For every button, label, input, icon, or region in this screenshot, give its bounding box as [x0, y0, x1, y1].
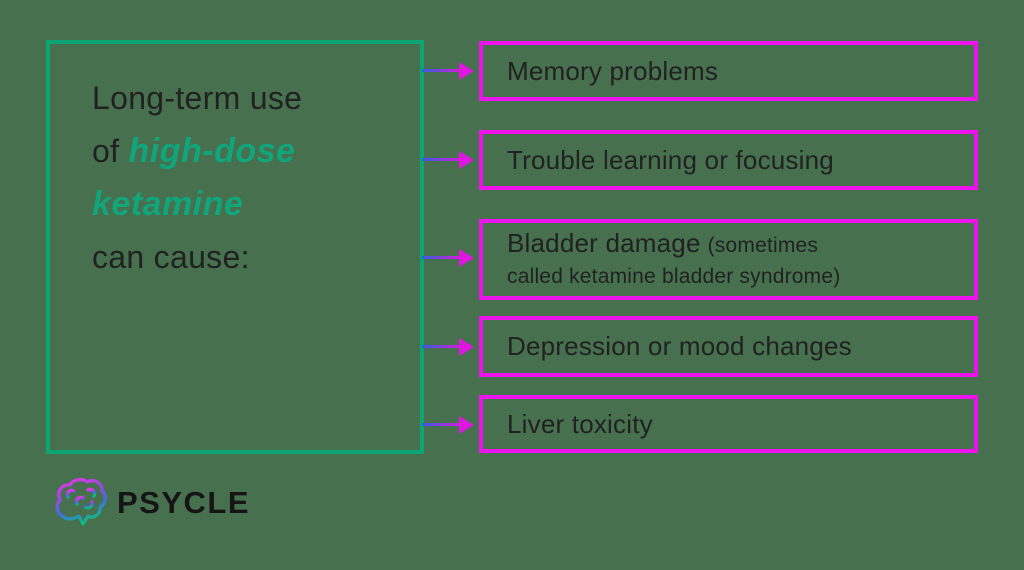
arrow-head-icon [459, 249, 474, 267]
effect-box-depression: Depression or mood changes [479, 316, 978, 377]
highlight-high-dose: high-dose [128, 132, 296, 170]
arrow-shaft [422, 256, 462, 259]
connector-arrow-4 [422, 338, 474, 356]
logo-text: PSYCLE [117, 484, 251, 520]
effect-box-liver-toxicity: Liver toxicity [479, 395, 978, 453]
connector-arrow-1 [422, 62, 474, 80]
arrow-head-icon [459, 151, 474, 169]
connector-arrow-5 [422, 416, 474, 434]
intro-text: Long-term use of high-dose ketamine can … [50, 44, 420, 284]
arrow-head-icon [459, 338, 474, 356]
effect-sublabel-line2: called ketamine bladder syndrome) [507, 264, 841, 288]
effect-label: Bladder damage(sometimes called ketamine… [507, 227, 841, 288]
intro-panel: Long-term use of high-dose ketamine can … [46, 40, 424, 454]
intro-line-1: Long-term use [92, 80, 303, 116]
effect-sublabel-line1: (sometimes [707, 233, 819, 257]
arrow-head-icon [459, 416, 474, 434]
effect-label: Trouble learning or focusing [507, 144, 834, 175]
arrow-head-icon [459, 62, 474, 80]
effect-label: Depression or mood changes [507, 331, 852, 361]
arrow-shaft [422, 158, 462, 161]
psycle-logo: PSYCLE [52, 476, 250, 529]
connector-arrow-2 [422, 151, 474, 169]
brain-icon [55, 477, 107, 526]
effect-box-memory-problems: Memory problems [479, 41, 978, 101]
effect-box-bladder-damage: Bladder damage(sometimes called ketamine… [479, 219, 978, 300]
connector-arrow-3 [422, 249, 474, 267]
arrow-shaft [422, 345, 462, 348]
highlight-ketamine: ketamine [92, 185, 244, 223]
effect-label: Liver toxicity [507, 408, 653, 439]
arrow-shaft [422, 69, 462, 72]
arrow-shaft [422, 423, 462, 426]
intro-line-2: of high-dose [92, 132, 296, 170]
intro-line-3: ketamine [92, 178, 406, 231]
effect-box-trouble-learning: Trouble learning or focusing [479, 130, 978, 190]
intro-line-4: can cause: [92, 239, 250, 275]
effect-label: Memory problems [507, 55, 719, 86]
